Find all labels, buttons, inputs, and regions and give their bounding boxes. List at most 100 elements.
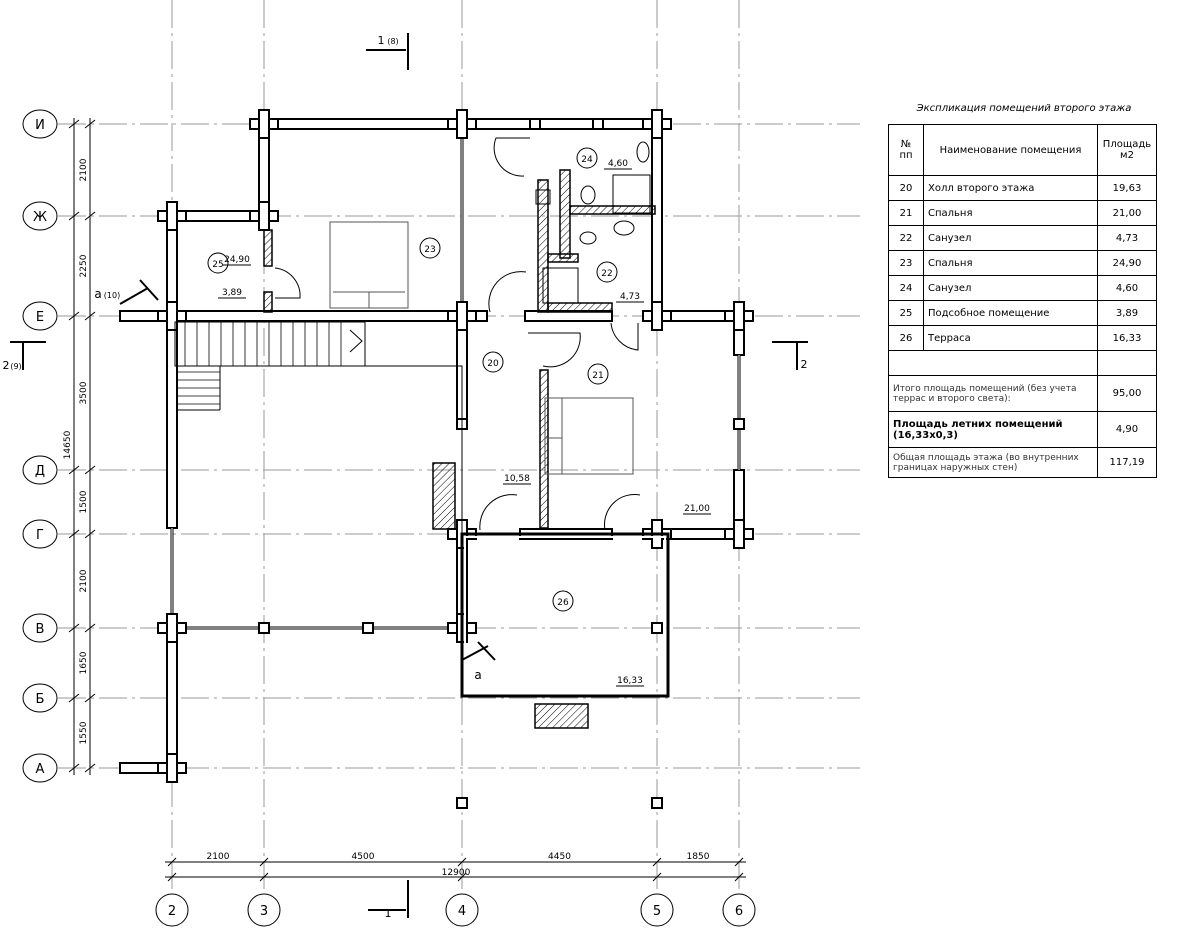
room-name: Подсобное помещение	[923, 300, 1098, 326]
axis-bubble	[22, 201, 58, 231]
tick	[68, 763, 80, 773]
room-number: 22	[888, 225, 924, 251]
axis-label-col: 2	[168, 904, 176, 919]
section-label-left: 2	[3, 359, 10, 372]
room-number: 25	[212, 260, 223, 270]
room-area: 16,33	[1097, 325, 1157, 351]
partition-wall	[559, 169, 571, 259]
room-number-circle	[482, 351, 504, 373]
tick	[84, 693, 96, 703]
log-corner	[157, 201, 187, 231]
room-number: 23	[888, 250, 924, 276]
dimension-total: 12900	[442, 868, 471, 878]
room-number: 26	[888, 325, 924, 351]
room-number-circle	[552, 590, 574, 612]
axis-label-row: А	[36, 762, 45, 777]
axis-bubble	[22, 613, 58, 643]
header-number: № пп	[888, 124, 924, 176]
log-corner	[724, 519, 754, 549]
axis-label-row: Е	[36, 310, 44, 325]
partition-wall	[547, 302, 613, 313]
room-name: Санузел	[923, 275, 1098, 301]
log-joint	[168, 212, 176, 220]
log-wall	[166, 627, 178, 769]
tick	[68, 311, 80, 321]
tick	[84, 311, 96, 321]
axis-bubble	[22, 683, 58, 713]
tick	[167, 872, 177, 882]
log-corner	[157, 753, 187, 783]
post	[733, 418, 745, 430]
dimension-text: 2100	[79, 569, 89, 592]
room-schedule-table: № пп Наименование помещения Площадь м2 2…	[888, 124, 1157, 478]
room-area: 24,90	[224, 255, 250, 265]
partition-wall	[539, 369, 549, 529]
room-number: 24	[581, 155, 593, 165]
section-mark-top	[366, 33, 409, 70]
log-joint	[735, 312, 743, 320]
floor-value: 117,19	[1097, 447, 1157, 478]
post	[651, 797, 663, 809]
room-number-circle	[596, 261, 618, 283]
node-mark-a2	[461, 641, 496, 661]
chimney	[432, 462, 456, 530]
log-joint	[168, 764, 176, 772]
room-name: Холл второго этажа	[923, 175, 1098, 201]
node-label-a: а	[94, 287, 101, 301]
table-header-row: № пп Наименование помещения Площадь м2	[888, 124, 1157, 176]
dimension-text: 2100	[207, 852, 230, 862]
node-mark-a	[119, 279, 159, 305]
axis-label-row: Г	[36, 528, 44, 543]
room-area: 21,00	[684, 504, 710, 514]
room-area: 4,60	[1097, 275, 1157, 301]
node-ref-a: (10)	[104, 291, 120, 300]
summer-label: Площадь летних помещений (16,33х0,3)	[888, 411, 1098, 448]
room-area: 16,33	[617, 676, 643, 686]
post	[529, 118, 541, 130]
tick	[68, 465, 80, 475]
tick	[68, 211, 80, 221]
fixtures	[174, 137, 670, 729]
room-number: 25	[888, 300, 924, 326]
log-joint	[735, 530, 743, 538]
room-area: 19,63	[1097, 175, 1157, 201]
section-mark-left	[10, 341, 46, 370]
room-area: 4,73	[1097, 225, 1157, 251]
tick	[84, 211, 96, 221]
log-joint	[653, 120, 661, 128]
tick	[652, 872, 662, 882]
log-corner	[724, 301, 754, 331]
axis-bubble	[22, 519, 58, 549]
log-joint	[458, 120, 466, 128]
section-label-top: 1	[378, 34, 385, 47]
post	[258, 622, 270, 634]
section-ref-top: (8)	[387, 37, 398, 46]
section-mark-bottom	[368, 880, 409, 918]
room-area: 3,89	[1097, 300, 1157, 326]
tick	[259, 872, 269, 882]
log-wall	[119, 310, 488, 322]
partition-wall	[547, 253, 579, 263]
axis-bubble	[22, 109, 58, 139]
tick	[68, 623, 80, 633]
post	[651, 622, 663, 634]
post	[592, 118, 604, 130]
dimension-text: 1550	[79, 721, 89, 744]
bed-room-21	[544, 397, 634, 475]
room-number-circle	[207, 252, 229, 274]
axis-bubble	[445, 893, 479, 927]
table-total-row: Итого площадь помещений (без учета терра…	[888, 375, 1157, 412]
partition-wall	[263, 229, 273, 267]
tick	[84, 623, 96, 633]
axis-bubble	[640, 893, 674, 927]
room-number: 20	[487, 359, 499, 369]
dimension-text: 3500	[79, 381, 89, 404]
section-mark-right	[772, 341, 808, 370]
axis-bubble	[722, 893, 756, 927]
dimension-total: 14650	[63, 430, 73, 459]
